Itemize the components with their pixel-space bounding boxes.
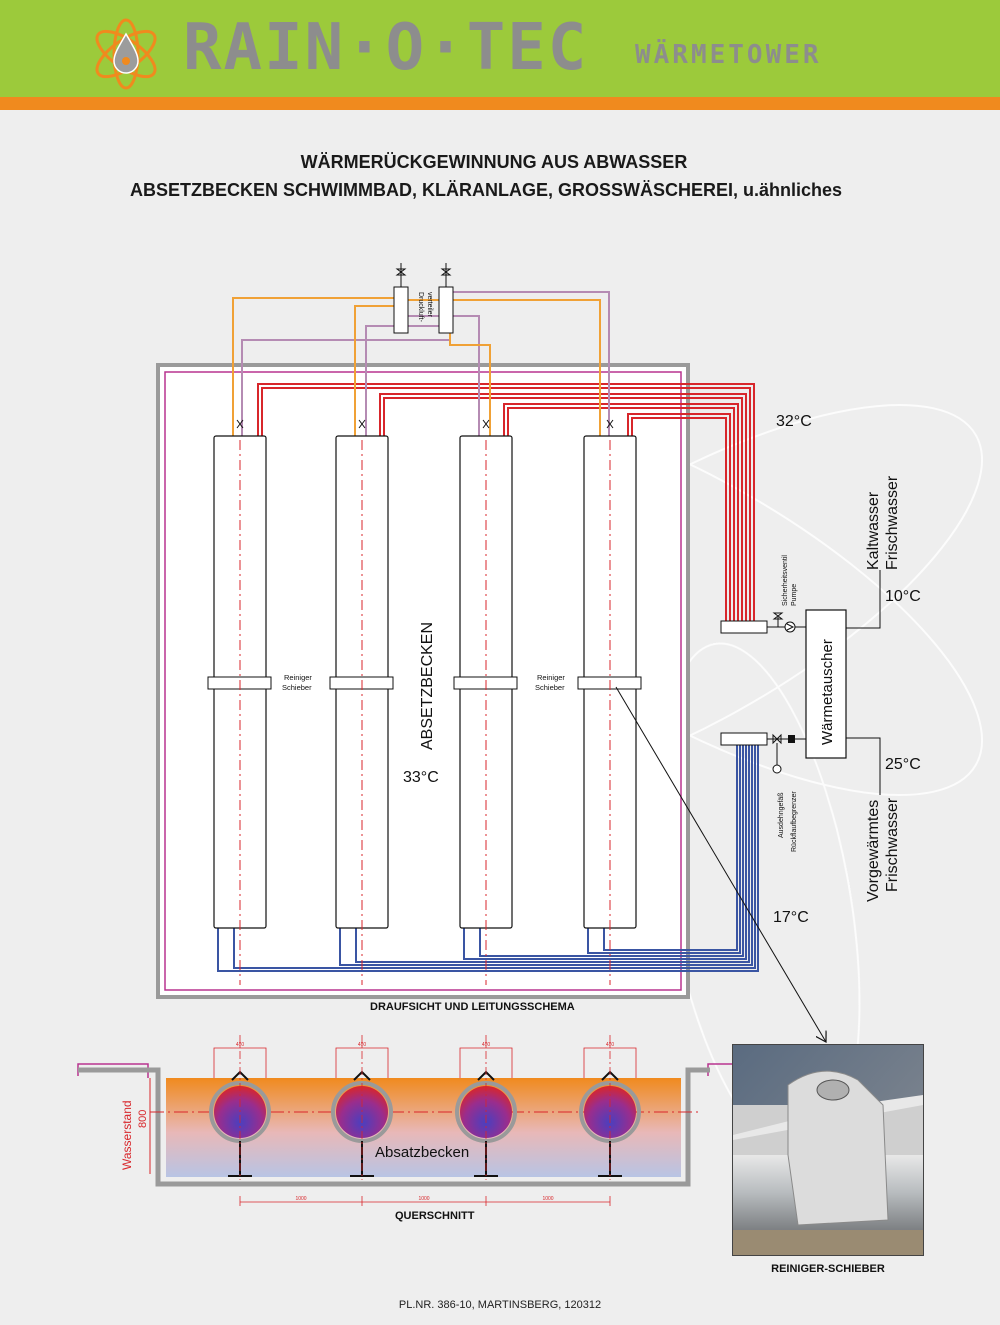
cleaner-label-1-line1: Reiniger [284,673,312,682]
valve-icon [482,419,490,429]
dimension-line [213,1047,267,1078]
spacing-label: 1000 [418,1196,429,1202]
cold-water-label-2: Frischwasser [884,475,901,570]
hot-pipe [503,403,739,621]
return-pipe [463,745,747,960]
return-pipes [217,745,759,972]
spacing-label: 1000 [542,1196,553,1202]
air-distributor: Druckluft- verteiler [393,263,454,334]
cleaner-label-2-line1: Reiniger [537,673,565,682]
heat-exchanger-label: Wärmetauscher [819,639,836,745]
basin-temperature: 33°C [403,769,439,786]
page-title: WÄRMERÜCKGEWINNUNG AUS ABWASSER [300,152,688,172]
spacing-label: 1000 [295,1196,306,1202]
section-basin-label: Absatzbecken [375,1144,469,1161]
footer-text: PL.NR. 386-10, MARTINSBERG, 120312 [398,1299,602,1311]
logo-icon [95,18,157,90]
brand-logo-text: RAIN·O·TEC [183,11,589,85]
return-pipe [355,745,750,963]
cleaner-photo [732,1044,924,1256]
hot-pipe [383,397,743,621]
basin-label: ABSETZBECKEN [419,622,436,750]
hot-pipe [627,413,731,621]
hot-pipe [261,387,751,621]
pump-label: Pumpe [791,584,798,606]
header-stripe [0,97,1000,110]
dimension-label: 480 [236,1042,245,1048]
page-subtitle: ABSETZBECKEN SCHWIMMBAD, KLÄRANLAGE, GRO… [129,180,843,200]
return-temperature: 17°C [773,909,809,926]
dimension-line [459,1047,513,1078]
safety-valve-label: Sicherheitsventil [782,555,789,606]
water-level-value: 800 [137,1110,149,1128]
photo-leader-arrow [615,686,826,1042]
cleaner-label-2-line2: Schieber [535,683,565,692]
heat-exchanger-group: Wärmetauscher [720,570,881,795]
distributor-label-2: verteiler [426,292,433,318]
hot-temperature: 32°C [776,413,812,430]
warm-water-temperature: 25°C [885,756,921,773]
warm-water-label-1: Vorgewärmtes [865,800,882,902]
return-pipe [339,745,753,966]
valve-icon [358,419,366,429]
distributor-label-1: Druckluft- [417,292,424,323]
backflow-limiter-label: Rückflaufbegrenzer [791,791,798,852]
section-pipes: 480 480 480 480 1000 1000 1000 [209,1035,641,1206]
cold-water-label-1: Kaltwasser [865,491,882,570]
collector-columns [207,419,642,985]
plan-caption: DRAUFSICHT UND LEITUNGSSCHEMA [370,1001,575,1013]
hot-pipe [257,383,755,621]
cleaner-label-1-line2: Schieber [282,683,312,692]
return-pipe [603,745,738,951]
expansion-vessel-label: Ausdehngefäß [778,792,785,838]
valve-icon [606,419,614,429]
brand-subtitle: WÄRMETOWER [635,40,822,70]
section-caption: QUERSCHNITT [395,1210,475,1222]
dimension-line [583,1047,637,1078]
hot-pipes [257,383,755,621]
dimension-label: 480 [482,1042,491,1048]
header-banner [0,0,1000,97]
hot-pipe [379,393,747,621]
return-pipe [217,745,759,972]
dimension-line [335,1047,389,1078]
dimension-label: 480 [606,1042,615,1048]
water-level-label: Wasserstand [120,1100,134,1170]
valve-icon [236,419,244,429]
warm-water-label-2: Frischwasser [884,797,901,892]
hot-pipe [631,417,727,621]
cross-section [77,1063,742,1187]
return-pipe [479,745,744,957]
dimension-label: 480 [358,1042,367,1048]
return-pipe [587,745,741,954]
cold-water-temperature: 10°C [885,588,921,605]
photo-caption: REINIGER-SCHIEBER [771,1263,885,1275]
hot-pipe [507,407,735,621]
return-pipe [233,745,756,969]
